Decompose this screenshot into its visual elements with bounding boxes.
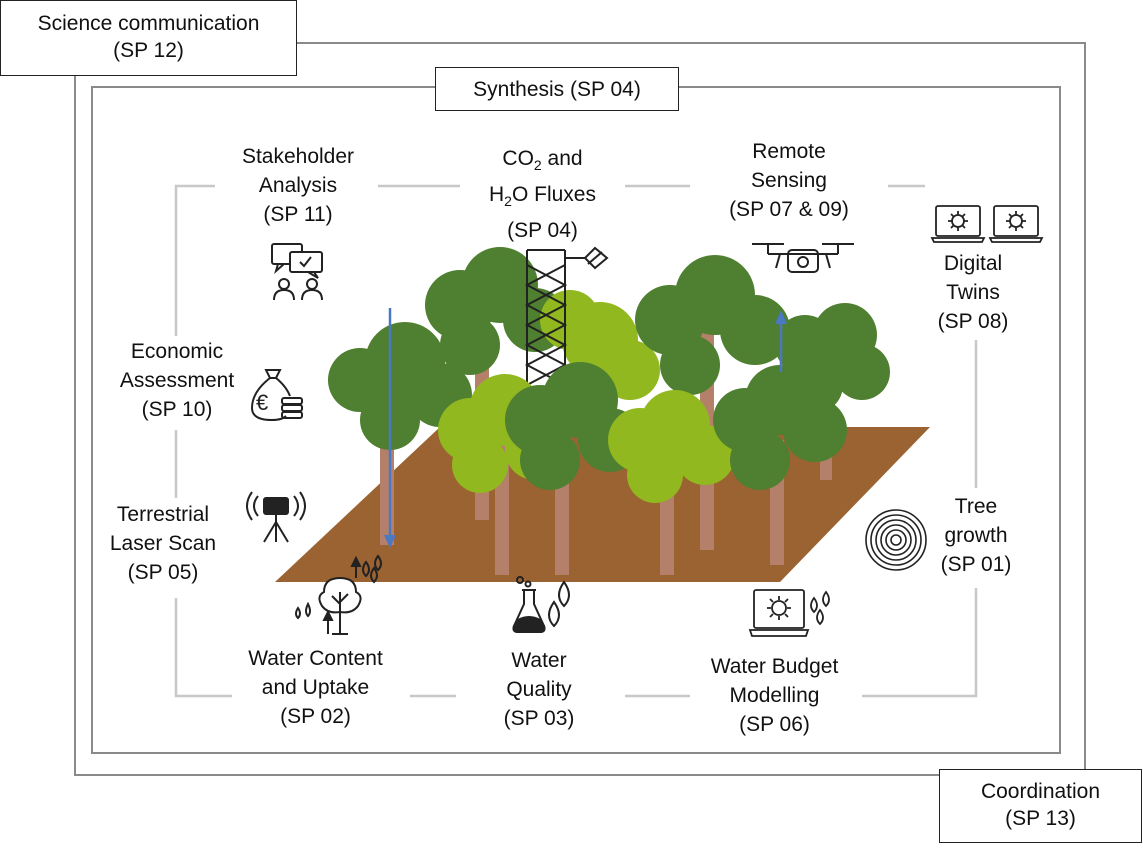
money-bag-icon: €: [250, 369, 303, 422]
module-water-quality: Water Quality (SP 03): [503, 649, 575, 730]
science-communication-title: Science communication: [37, 12, 260, 35]
connector-lines: [174, 184, 978, 698]
svg-text:€: €: [256, 390, 268, 415]
front-trees: [438, 362, 847, 575]
coordination-title: Coordination: [980, 780, 1101, 803]
drone-icon: [752, 243, 854, 273]
module-fluxes: CO2 and H2O Fluxes (SP 04): [460, 144, 625, 245]
module-tree-growth: Tree growth (SP 01): [940, 495, 1012, 576]
tree-water-icon: [295, 554, 382, 635]
coordination-box: Coordination (SP 13): [939, 769, 1142, 843]
fluxes-line2: H2O Fluxes: [489, 183, 596, 210]
science-communication-sp: (SP 12): [113, 39, 184, 62]
laptop-icon: [930, 205, 1044, 243]
coordination-sp: (SP 13): [1005, 807, 1076, 830]
flux-tower: [524, 246, 609, 386]
module-terrestrial: Terrestrial Laser Scan (SP 05): [109, 503, 217, 584]
flask-water-icon: [512, 576, 570, 633]
module-water-content: Water Content and Uptake (SP 02): [248, 647, 383, 728]
fluxes-line1: CO2 and: [502, 147, 583, 174]
synthesis-box: Synthesis (SP 04): [435, 67, 679, 111]
science-communication-box: Science communication (SP 12): [0, 0, 297, 76]
module-water-budget: Water Budget Modelling (SP 06): [710, 655, 839, 736]
laser-scanner-icon: [246, 491, 306, 543]
module-digital-twins: Digital Twins (SP 08): [937, 252, 1009, 333]
laptop-water-icon: [748, 589, 830, 637]
synthesis-title: Synthesis (SP 04): [473, 78, 641, 101]
module-stakeholder: Stakeholder Analysis (SP 11): [241, 145, 355, 226]
module-remote-sensing: Remote Sensing (SP 07 & 09): [729, 140, 849, 221]
stakeholder-meeting-icon: [271, 243, 323, 301]
outer-frame: [74, 42, 1086, 776]
tree-rings-icon: [865, 509, 927, 571]
water-flux-arrows: [384, 308, 787, 548]
module-economic: Economic Assessment (SP 10): [119, 340, 235, 421]
